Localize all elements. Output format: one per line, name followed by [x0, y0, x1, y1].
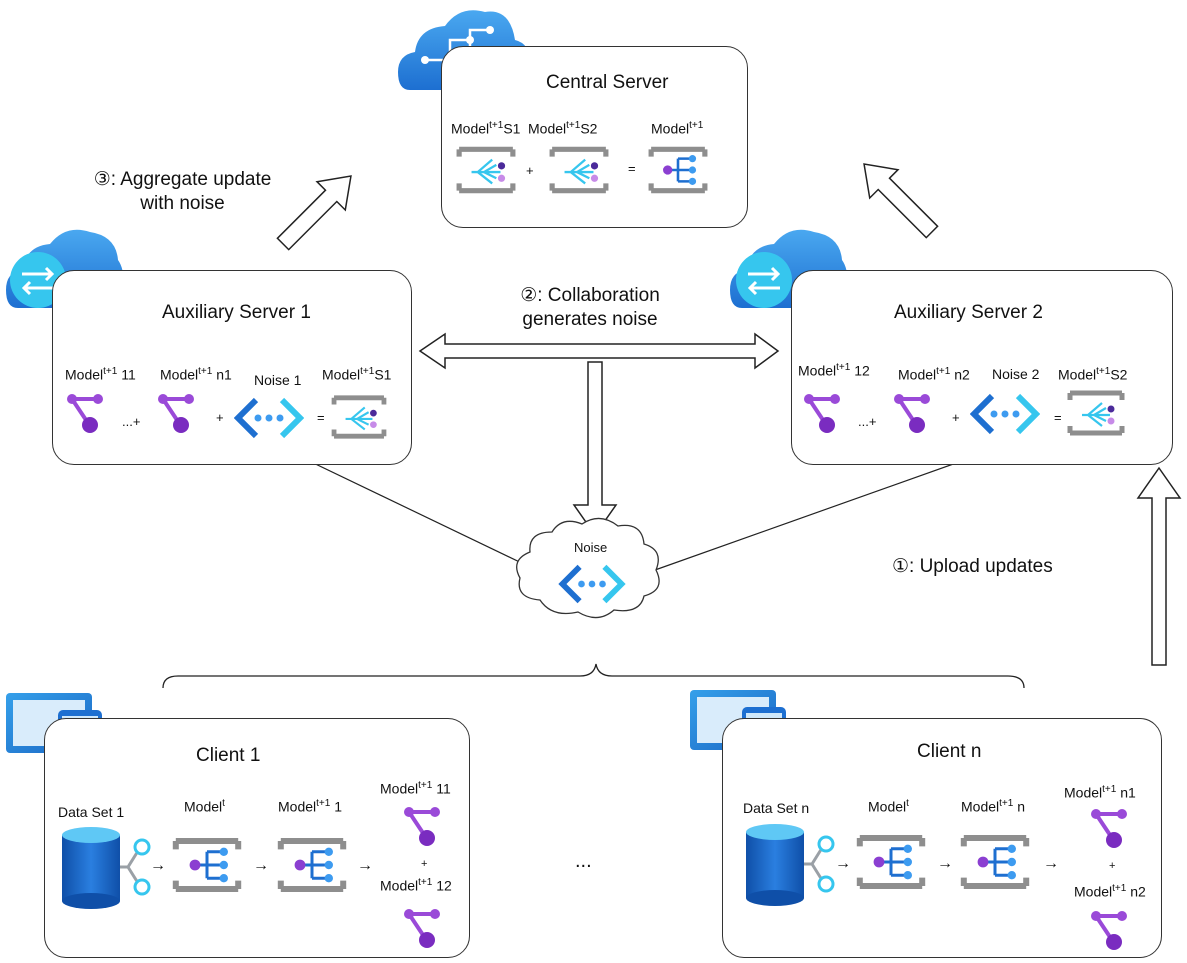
- clientn-arrow-1: →: [835, 855, 851, 872]
- arrow-double-horizontal: [418, 332, 780, 370]
- aux1-model-n1-label: Modelt+1 n1: [160, 366, 232, 383]
- aux1-branch-icon-11: [66, 393, 105, 433]
- client1-arrow-3: →: [357, 857, 373, 874]
- aux2-model-n2-label: Modelt+1 n2: [898, 366, 970, 383]
- client1-dataset-label: Data Set 1: [58, 804, 125, 820]
- clientn-branch-icon-n2: [1090, 910, 1129, 950]
- client1-model-11-label: Modelt+1 11: [380, 780, 451, 797]
- central-plus: +: [526, 163, 534, 178]
- aux1-branch-icon-n1: [157, 393, 196, 433]
- aux-server-2-title: Auxiliary Server 2: [894, 302, 1043, 323]
- aux1-model-out-icon: [330, 393, 388, 441]
- central-model-out-label: Modelt+1: [651, 120, 704, 137]
- aux-server-1-title: Auxiliary Server 1: [162, 302, 311, 323]
- aux1-plus: +: [216, 410, 224, 425]
- aux2-branch-icon-n2: [893, 393, 932, 433]
- clientn-model-n1-label: Modelt+1 n1: [1064, 784, 1136, 801]
- clientn-model-t-label: Modelt: [868, 798, 909, 815]
- aux2-equals: =: [1054, 410, 1062, 425]
- clientn-plus: +: [1109, 860, 1116, 872]
- aux2-model-12-label: Modelt+1 12: [798, 362, 870, 379]
- arrow-upload-up: [1136, 466, 1182, 666]
- aux1-model-11-label: Modelt+1 11: [65, 366, 136, 383]
- arrow-noise-to-aux2: [654, 444, 1005, 571]
- aux2-model-out-icon: [1066, 388, 1126, 438]
- central-model-s1-label: Modelt+1S1: [451, 120, 521, 137]
- client1-model-1-label: Modelt+1 1: [278, 798, 343, 815]
- client-n-title: Client n: [917, 741, 982, 762]
- client1-model-t-label: Modelt: [184, 798, 225, 815]
- clientn-branch-icon-n1: [1090, 808, 1129, 848]
- central-model-s2-icon: [548, 144, 610, 196]
- client1-model-12-label: Modelt+1 12: [380, 877, 452, 894]
- arrow-aux2-to-central: [863, 163, 939, 239]
- clientn-model-t-icon: [854, 832, 928, 892]
- aux1-equals: =: [317, 410, 325, 425]
- aux2-noise-label: Noise 2: [992, 366, 1040, 382]
- aux1-ellipsis-plus: ...+: [122, 414, 141, 429]
- central-server-title: Central Server: [546, 72, 669, 93]
- aux2-noise-icon: [970, 392, 1040, 436]
- client1-branch-icon-11: [403, 806, 442, 846]
- central-server-box: [441, 46, 748, 228]
- aux2-model-out-label: Modelt+1S2: [1058, 366, 1128, 383]
- clientn-model-n-label: Modelt+1 n: [961, 798, 1026, 815]
- clientn-database-icon: [746, 824, 835, 906]
- arrow-down-to-noise: [572, 361, 618, 537]
- clientn-arrow-3: →: [1043, 855, 1059, 872]
- client1-plus: +: [421, 858, 428, 870]
- aux2-plus: +: [952, 410, 960, 425]
- client1-model-t-icon: [170, 835, 244, 895]
- aux-server-1-box: [52, 270, 412, 465]
- client1-database-icon: [62, 827, 151, 909]
- aux1-model-out-label: Modelt+1S1: [322, 366, 392, 383]
- client1-branch-icon-12: [403, 908, 442, 948]
- client1-arrow-1: →: [150, 857, 166, 874]
- noise-cloud-shape: [516, 517, 660, 619]
- clientn-dataset-label: Data Set n: [743, 800, 810, 816]
- client1-arrow-2: →: [253, 857, 269, 874]
- aux1-noise-icon: [234, 396, 304, 440]
- clientn-arrow-2: →: [937, 855, 953, 872]
- aux2-branch-icon-12: [803, 393, 842, 433]
- central-model-out-icon: [647, 144, 709, 196]
- clientn-model-n-icon: [958, 832, 1032, 892]
- central-model-s2-label: Modelt+1S2: [528, 120, 598, 137]
- between-clients-ellipsis: ...: [575, 850, 592, 872]
- step1-label: ①: Upload updates: [892, 556, 1053, 577]
- aux2-ellipsis-plus: ...+: [858, 414, 877, 429]
- arrow-noise-to-aux1: [277, 445, 531, 568]
- client-1-title: Client 1: [196, 745, 261, 766]
- clientn-model-n2-label: Modelt+1 n2: [1074, 883, 1146, 900]
- central-model-s1-icon: [455, 144, 517, 196]
- client1-model-1-icon: [275, 835, 349, 895]
- aux1-noise-label: Noise 1: [254, 372, 302, 388]
- noise-cloud-label: Noise: [574, 540, 608, 555]
- arrow-aux1-to-central: [276, 175, 352, 251]
- clients-brace: [162, 663, 1025, 689]
- central-equals: =: [628, 161, 636, 176]
